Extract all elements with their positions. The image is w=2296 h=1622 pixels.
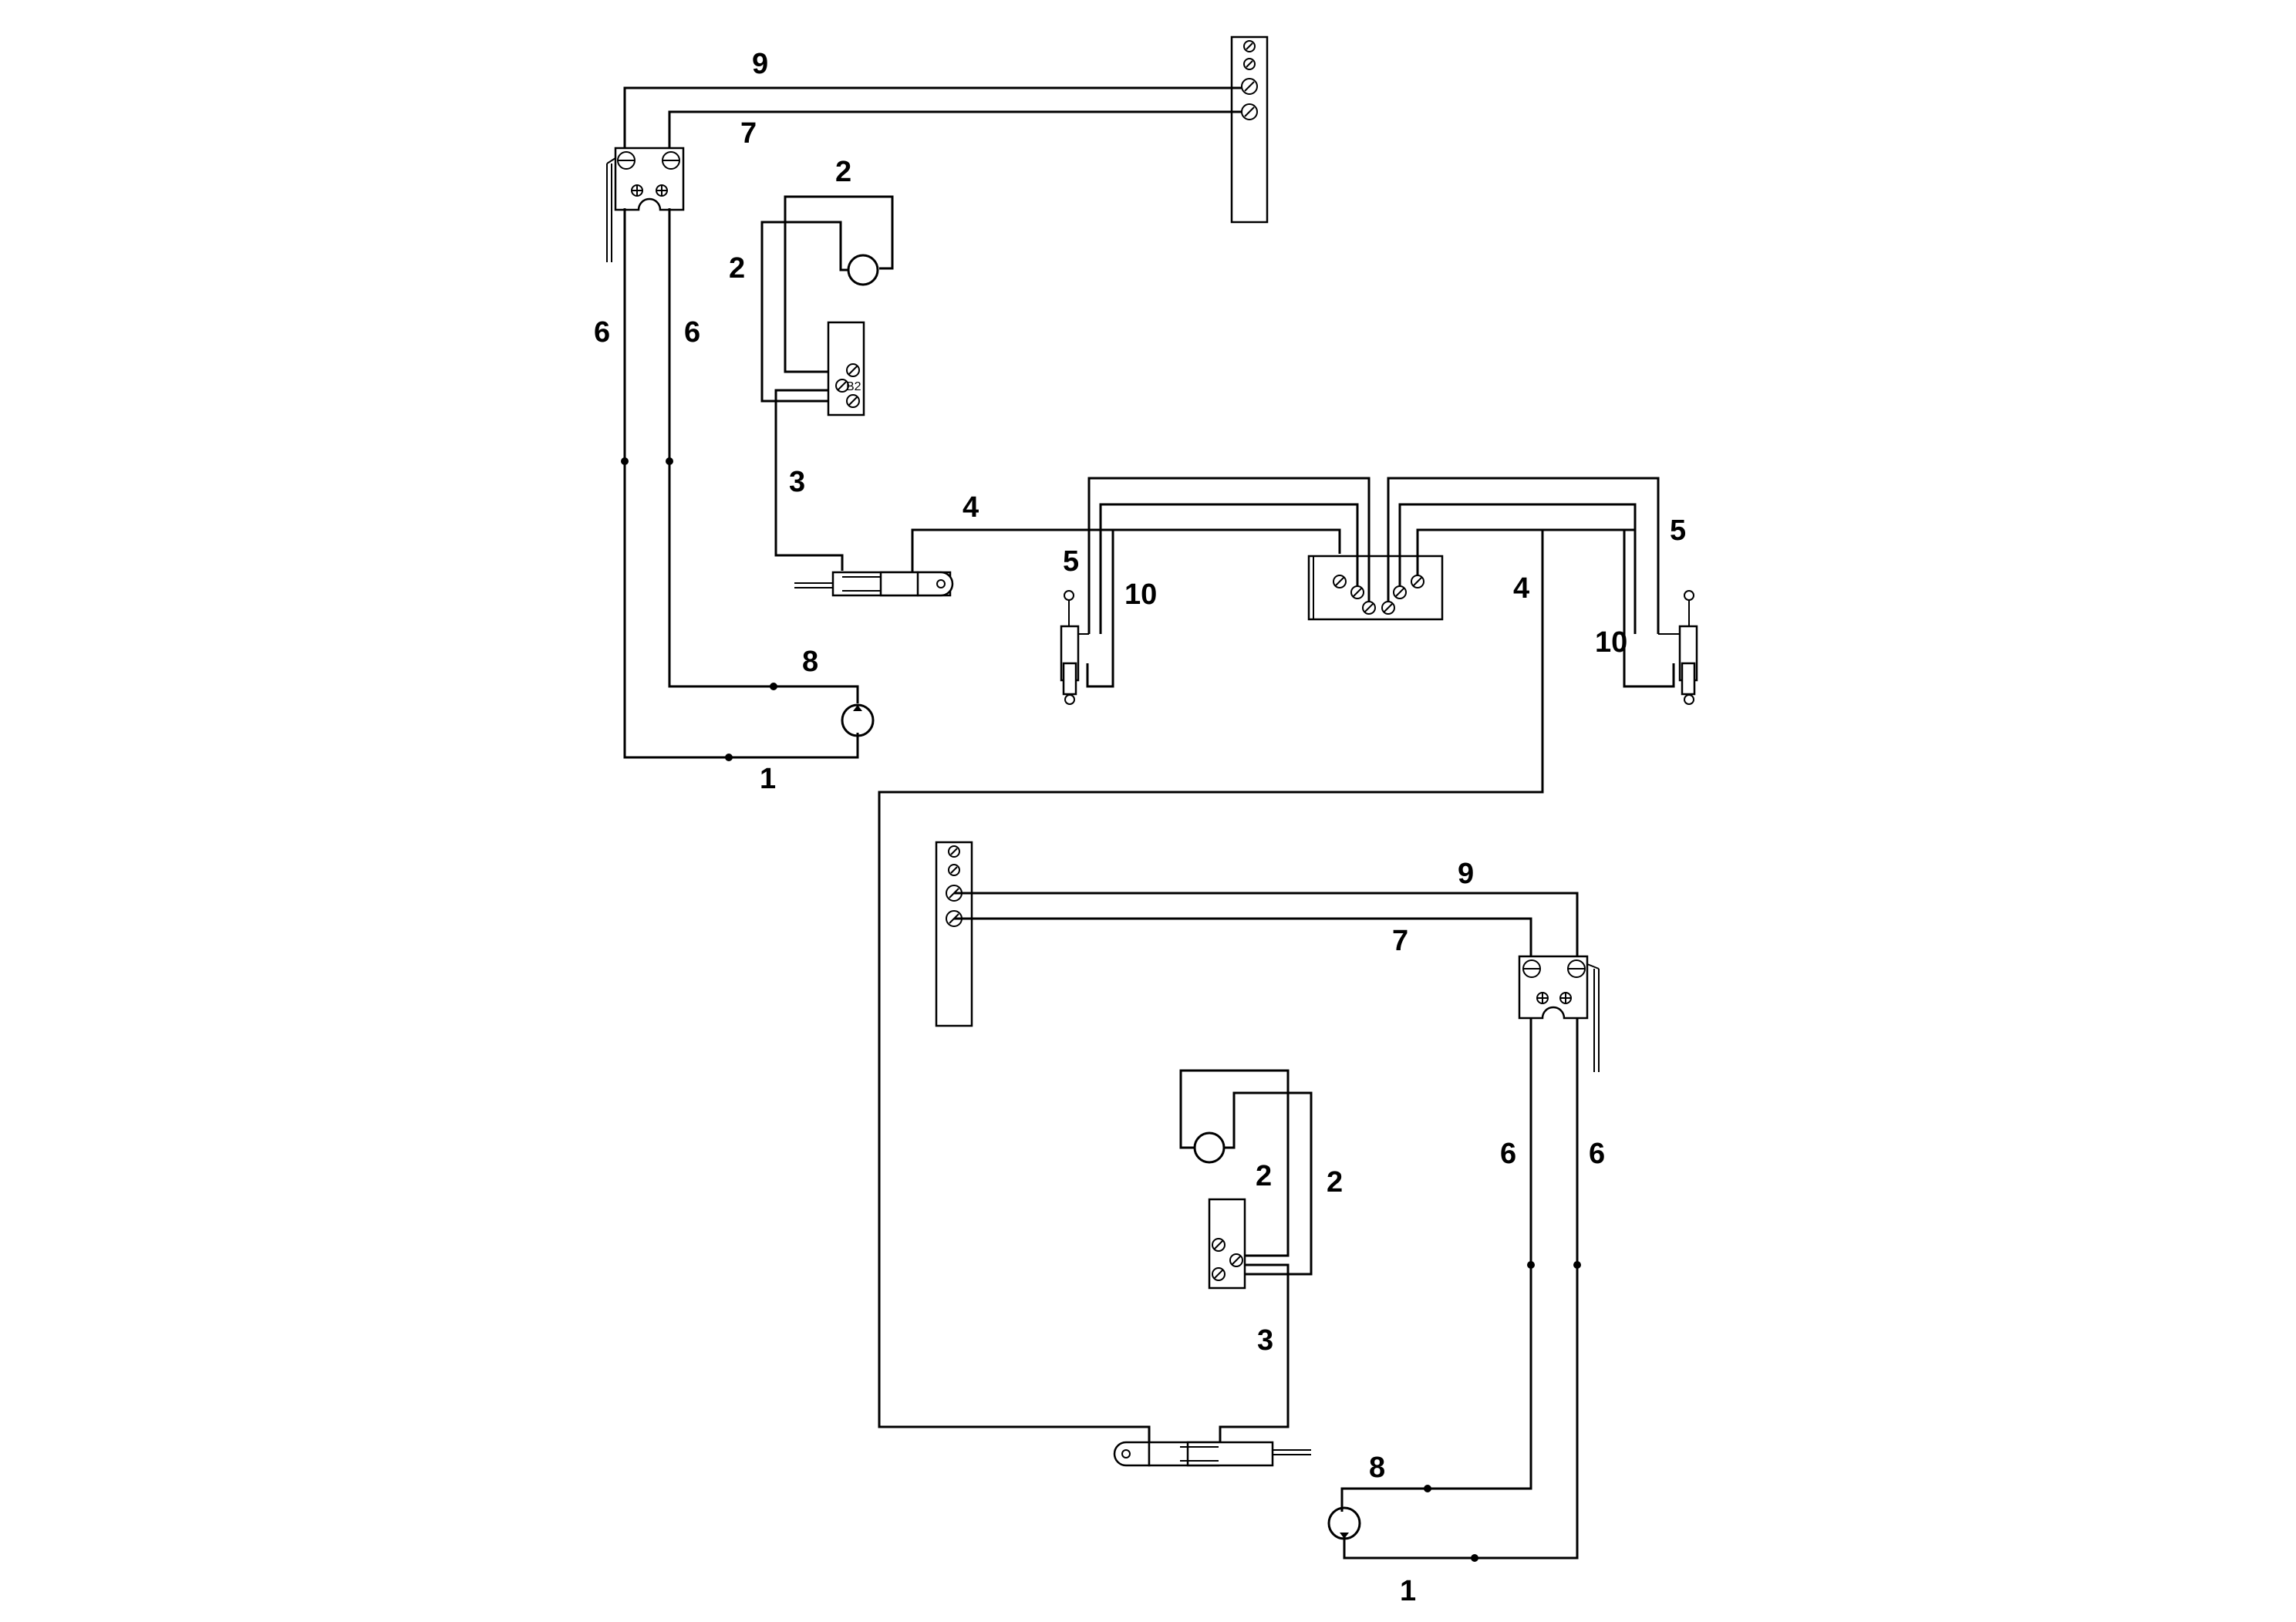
distribution-block [1307, 555, 1444, 621]
switch-block-lower [1208, 1198, 1246, 1290]
hose-5-left [1087, 477, 1371, 634]
label-7-lower: 7 [1392, 925, 1408, 957]
upper-circuit: B2 [606, 35, 1698, 1442]
hose-2-lower [1234, 1091, 1313, 1276]
hose-9-upper [623, 86, 1242, 208]
hose-3-lower [1219, 1274, 1290, 1442]
cylinder-right [1658, 590, 1698, 705]
hose-5-right [1387, 477, 1660, 634]
label-4-upper: 4 [963, 491, 979, 524]
terminal-strip-upper [1230, 35, 1269, 224]
hose-6-right-upper [668, 208, 859, 703]
label-3-lower: 3 [1257, 1324, 1273, 1357]
label-3-upper: 3 [789, 466, 805, 498]
hose-7-lower [954, 917, 1532, 1018]
motor-upper [784, 195, 894, 286]
hose-number-labels: 9 7 2 2 6 6 3 4 5 10 8 1 4 5 10 9 7 2 2 … [594, 48, 1686, 1607]
lower-circuit [935, 841, 1600, 1562]
label-5-left: 5 [1063, 545, 1079, 578]
label-2-upper-left: 2 [729, 252, 745, 285]
label-9-upper: 9 [752, 48, 768, 80]
label-2-upper-top: 2 [835, 156, 851, 188]
hose-6-left-lower [1340, 1018, 1532, 1512]
hose-2-upper [760, 221, 841, 403]
hose-4-cross [878, 528, 1544, 1442]
label-2-lower-right: 2 [1327, 1166, 1343, 1199]
label-6-lower-right: 6 [1589, 1138, 1605, 1170]
cylinder-lower [1113, 1441, 1311, 1467]
pump-upper [841, 703, 875, 737]
hose-10-left [1086, 528, 1341, 688]
label-8-upper: 8 [802, 646, 818, 678]
label-6-upper-left: 6 [594, 316, 610, 349]
label-2-lower-left: 2 [1256, 1160, 1272, 1192]
label-10-left: 10 [1124, 578, 1157, 611]
cylinder-upper [794, 571, 954, 597]
component-label-b2: B2 [846, 380, 861, 393]
cylinder-left [1060, 590, 1089, 705]
label-1-lower: 1 [1400, 1575, 1416, 1607]
hose-6-left-upper [623, 208, 859, 759]
pump-lower [1327, 1506, 1361, 1540]
label-6-lower-left: 6 [1500, 1138, 1516, 1170]
label-1-upper: 1 [760, 763, 776, 795]
label-4-right: 4 [1513, 572, 1529, 605]
label-5-right: 5 [1670, 514, 1686, 547]
hose-9-lower [954, 892, 1579, 1018]
label-10-right: 10 [1595, 626, 1627, 659]
label-6-upper-right: 6 [684, 316, 700, 349]
label-9-lower: 9 [1458, 858, 1474, 890]
switch-block-upper: B2 [827, 321, 865, 416]
motor-lower [1179, 1069, 1290, 1164]
terminal-strip-lower [935, 841, 973, 1027]
label-8-lower: 8 [1369, 1452, 1385, 1484]
valve-block-upper [606, 147, 685, 262]
hose-3-upper [774, 401, 844, 571]
hose-4-upper [911, 528, 1341, 572]
valve-block-lower [1518, 955, 1600, 1072]
label-7-upper: 7 [740, 117, 757, 150]
hose-6-right-lower [1343, 1018, 1579, 1560]
